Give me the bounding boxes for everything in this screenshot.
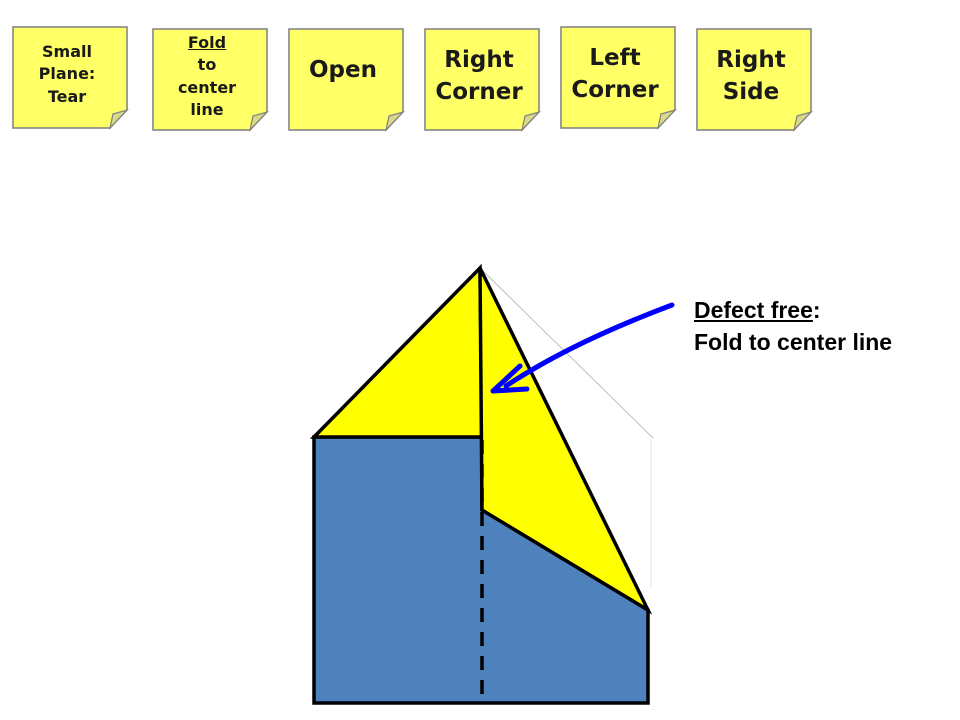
note-label: Right Corner <box>435 47 523 105</box>
annotation-title: Defect free: <box>694 297 821 323</box>
note-right-side[interactable]: Right Side <box>696 28 813 132</box>
note-right-corner[interactable]: Right Corner <box>424 28 541 132</box>
sticky-note-shape <box>152 28 269 132</box>
sticky-note-shape <box>288 28 405 132</box>
underlined-word: Fold <box>187 33 227 53</box>
note-small-plane-tear[interactable]: Small Plane: Tear <box>12 26 129 130</box>
note-left-corner[interactable]: Left Corner <box>560 26 677 130</box>
arrow-head <box>490 363 530 394</box>
pointer-arrow <box>503 302 675 389</box>
annotation-subtitle: Fold to center line <box>694 329 893 355</box>
note-label: Left Corner <box>571 45 659 103</box>
defect-free-annotation: Defect free: Fold to center line <box>694 294 892 358</box>
note-label: Open <box>309 56 377 83</box>
note-label: Fold to center line <box>177 33 237 119</box>
note-open[interactable]: Open <box>288 28 405 132</box>
note-label: Small Plane: Tear <box>38 42 96 106</box>
sticky-note-shape <box>696 28 813 132</box>
note-label: Right Side <box>716 47 786 105</box>
right-folded-flap <box>478 267 653 615</box>
sticky-note-shape <box>424 28 541 132</box>
sticky-note-shape <box>560 26 677 130</box>
left-folded-flap <box>309 263 484 439</box>
note-fold-to-center-line[interactable]: Fold to center line <box>152 28 269 132</box>
sticky-note-shape <box>12 26 129 130</box>
